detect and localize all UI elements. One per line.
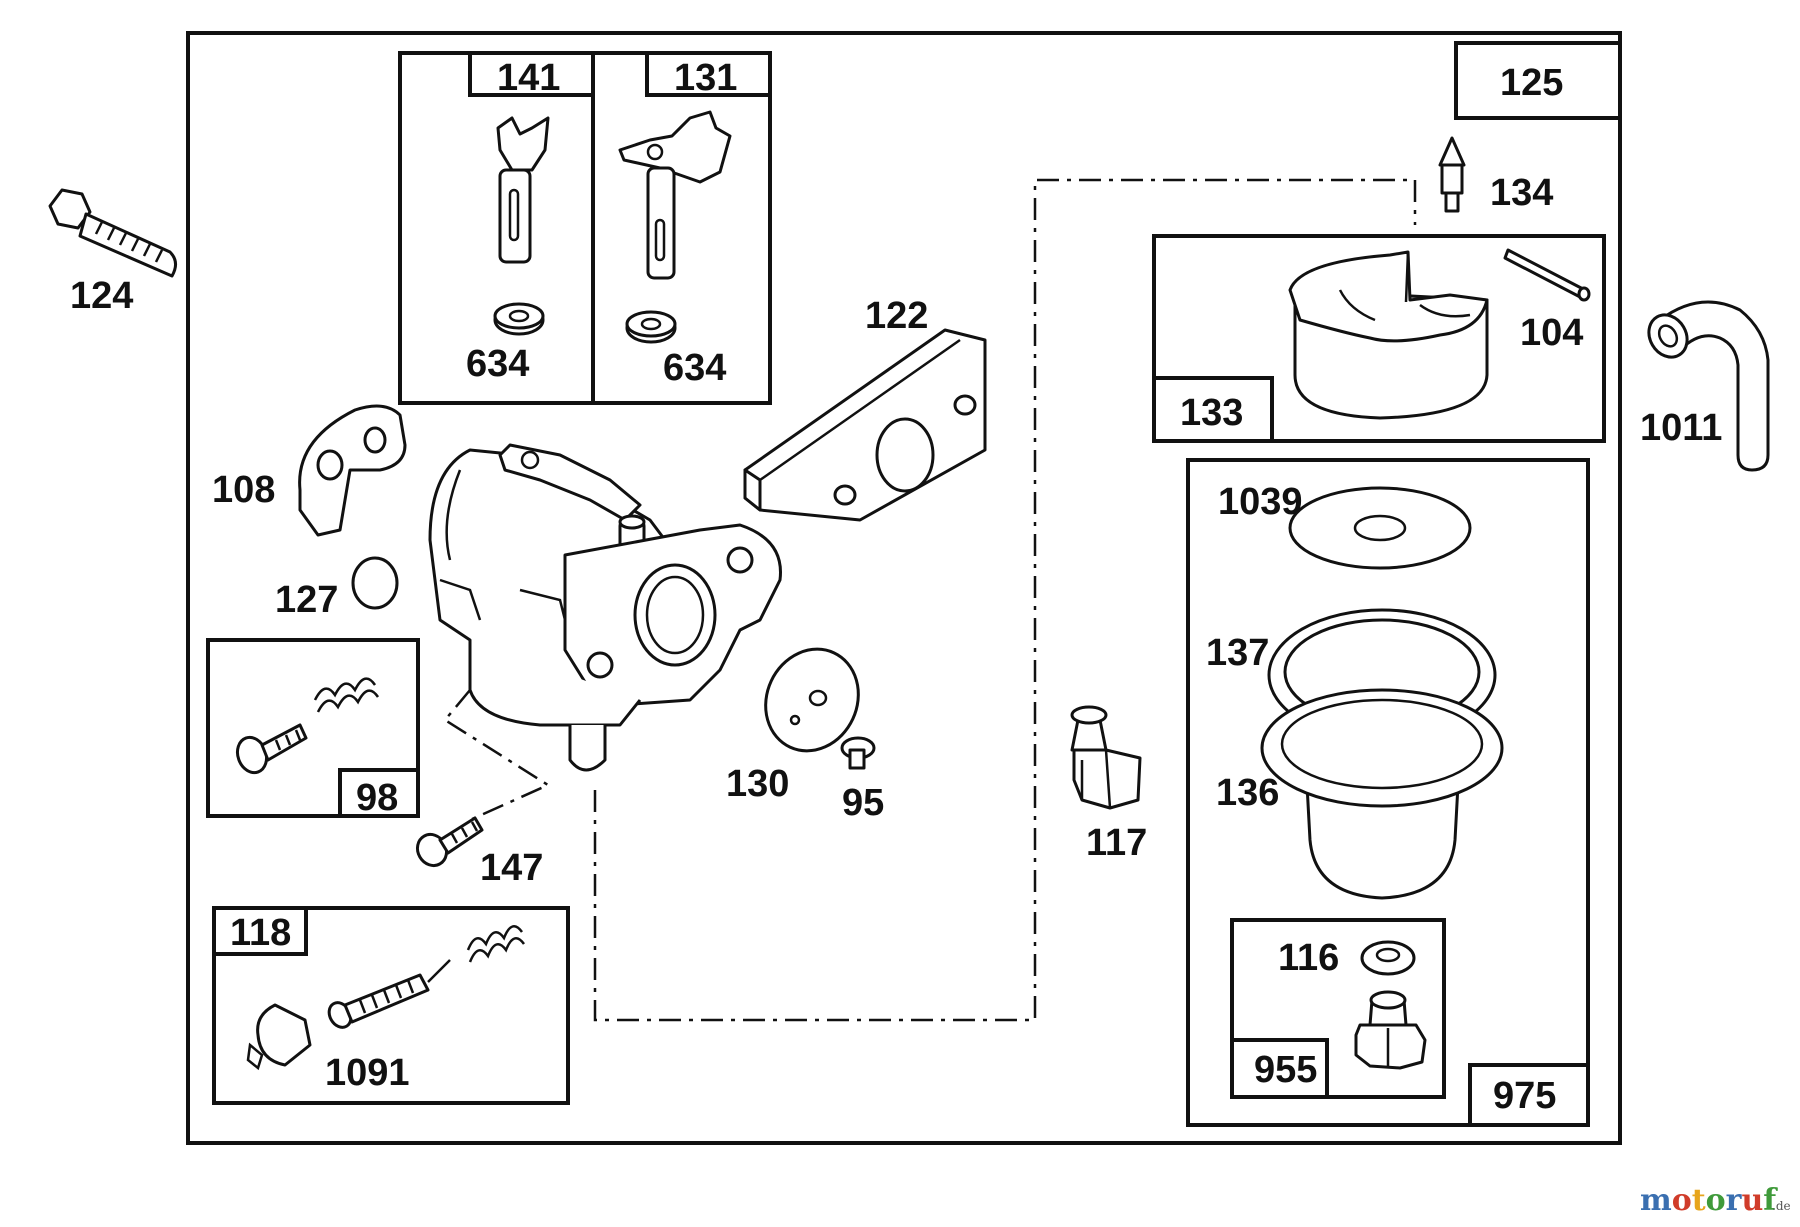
tag-141 [468, 51, 595, 97]
tag-98 [338, 768, 420, 818]
washer-634-right-part [625, 310, 677, 344]
label-117: 117 [1086, 822, 1147, 864]
label-137: 137 [1206, 632, 1269, 674]
tag-955 [1230, 1038, 1329, 1099]
bowl-nut-955-part [1354, 990, 1427, 1070]
box-98 [206, 638, 420, 818]
mixture-screw-147-part [415, 816, 484, 868]
float-bowl-136-part [1260, 688, 1504, 900]
washer-116-part [1360, 940, 1416, 976]
label-141: 141 [497, 57, 560, 99]
label-127: 127 [275, 579, 338, 621]
shaft-141-part [496, 116, 550, 264]
box-975 [1186, 458, 1590, 1127]
label-125: 125 [1500, 62, 1563, 104]
main-frame [186, 31, 1622, 1145]
label-124: 124 [70, 275, 133, 317]
tag-133 [1152, 376, 1274, 443]
label-1039: 1039 [1218, 481, 1303, 523]
float-133-part [1288, 250, 1489, 420]
label-134: 134 [1490, 172, 1553, 214]
leader-98-147 [443, 689, 551, 822]
carburetor-body-part [428, 443, 782, 772]
watermark-letter-3: t [1692, 1183, 1706, 1218]
tag-131 [645, 51, 772, 97]
label-147: 147 [480, 847, 543, 889]
watermark-letter-5: r [1726, 1183, 1743, 1218]
label-122: 122 [865, 295, 928, 337]
label-1011: 1011 [1640, 407, 1722, 449]
label-116: 116 [1278, 937, 1339, 979]
tag-125 [1454, 41, 1622, 120]
svg-text:motoruf: motoruf [1640, 1183, 1778, 1218]
label-133: 133 [1180, 392, 1243, 434]
label-130: 130 [726, 763, 789, 805]
hinge-pin-104-part [1503, 248, 1591, 302]
gasket-1039-part [1288, 486, 1472, 570]
gasket-122-part [743, 328, 987, 522]
label-131: 131 [674, 57, 737, 99]
fitting-117-part [1070, 705, 1142, 810]
watermark-suffix: .de [1772, 1199, 1791, 1213]
label-108: 108 [212, 469, 275, 511]
watermark-letter-6: u [1741, 1183, 1763, 1218]
label-98: 98 [356, 777, 398, 819]
spring-118-part [466, 925, 526, 963]
choke-plate-108-part [298, 404, 407, 537]
label-1091: 1091 [325, 1052, 410, 1094]
label-955: 955 [1254, 1049, 1317, 1091]
box-118 [212, 906, 570, 1105]
idle-screw-98-part [235, 723, 308, 775]
box-955 [1230, 918, 1446, 1099]
needle-134-part [1438, 136, 1466, 213]
tag-118 [212, 906, 308, 956]
leader-carb-bowl [593, 178, 1417, 1022]
watermark-letter-4: o [1706, 1183, 1726, 1218]
washer-634-left-part [493, 302, 545, 336]
label-95: 95 [842, 782, 884, 824]
elbow-tube-1011-part [1647, 300, 1770, 472]
needle-1091-part [246, 959, 451, 1071]
spring-98-part [313, 677, 380, 713]
watermark-letter-2: o [1672, 1183, 1692, 1218]
motoruf-watermark: motoruf .de [1640, 1183, 1791, 1218]
throttle-plate-130-part [764, 647, 860, 753]
label-136: 136 [1216, 772, 1279, 814]
plug-127-part [351, 556, 399, 610]
throttle-shaft-131-part [618, 110, 732, 280]
label-634-right: 634 [663, 347, 726, 389]
label-104: 104 [1520, 312, 1583, 354]
label-634-left: 634 [466, 343, 529, 385]
box-133 [1152, 234, 1606, 443]
tag-975 [1468, 1063, 1590, 1127]
watermark-letter-1: m [1640, 1183, 1672, 1218]
watermark-letter-7: f [1763, 1183, 1778, 1218]
label-975: 975 [1493, 1075, 1556, 1117]
label-118: 118 [230, 912, 291, 954]
screw-95-part [840, 736, 876, 770]
bolt-124-part [48, 188, 177, 278]
